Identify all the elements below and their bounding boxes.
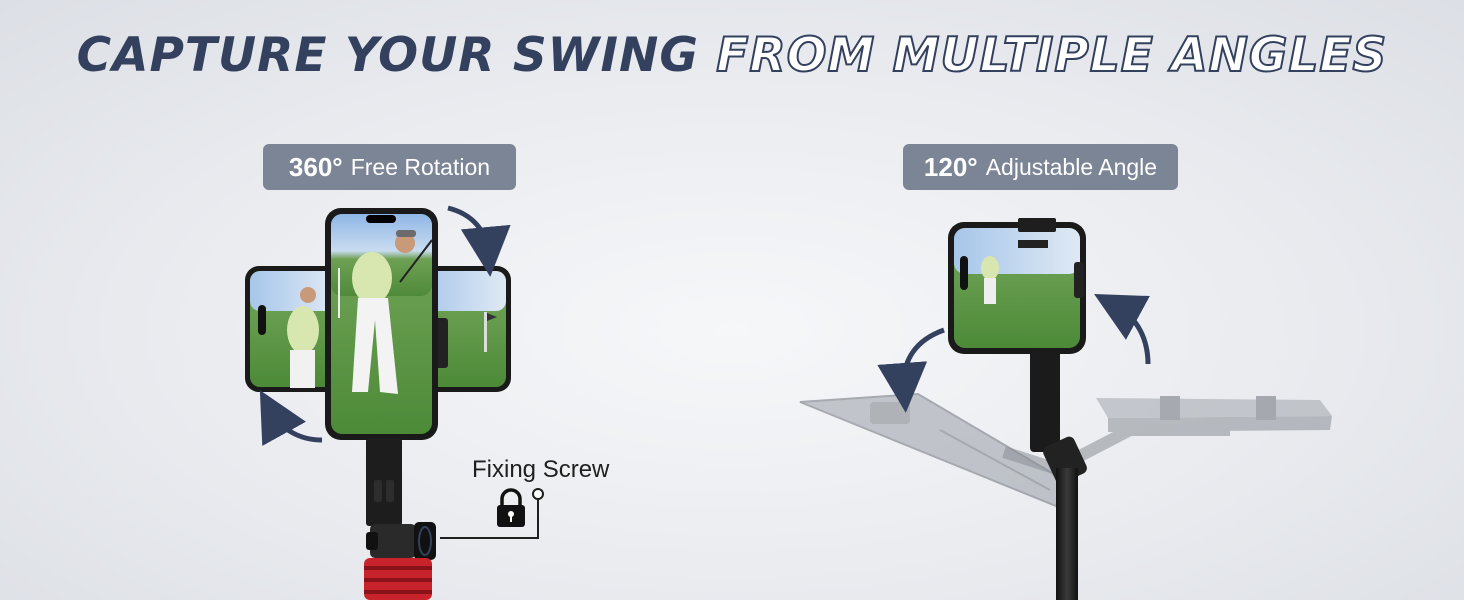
ghost-phone-flat [1077,396,1332,462]
rotating-phone-group [245,205,511,447]
tilt-arrow-left-icon [877,327,945,413]
feature-value: 360° [288,151,343,182]
phone-landscape-left [245,266,340,392]
fixing-screw-knob [414,522,436,560]
feature-value: 120° [923,151,978,182]
rotate-arrow-bottom-icon [259,390,323,447]
headline-outline: FROM MULTIPLE ANGLES [715,27,1388,84]
feature-label: Free Rotation [350,153,491,180]
fixing-screw-label: Fixing Screw [472,456,610,483]
tilt-arrow-right-icon [1094,294,1151,365]
feature-badge-angle: 120° Adjustable Angle [903,144,1178,190]
headline-solid: CAPTURE YOUR SWING [76,28,699,83]
feature-badge-rotation: 360° Free Rotation [263,144,516,190]
angle-demo-group [799,218,1332,600]
phone-landscape-right [415,266,511,392]
lock-icon [497,488,525,527]
rotate-arrow-top-icon [447,205,511,277]
headline: CAPTURE YOUR SWING FROM MULTIPLE ANGLES [0,27,1464,84]
fixing-screw-callout [440,488,544,539]
phone-landscape-main [948,218,1086,354]
feature-label: Adjustable Angle [985,153,1158,180]
left-mount [364,438,436,600]
ghost-phone-tilted-down [799,392,1066,508]
phone-portrait-center [325,208,438,440]
